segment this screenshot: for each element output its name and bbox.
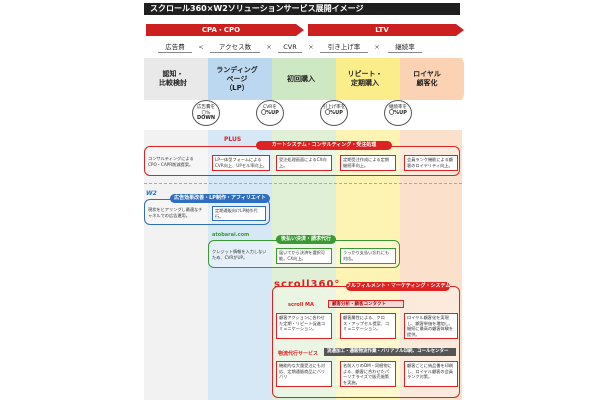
stage-landing-page: ランディング ページ （LP）	[208, 58, 282, 100]
stage-awareness: 認知・ 比較検討	[144, 58, 218, 100]
pay-cell-no-card: クレジット情報を入力しないため、CVRがUP。	[212, 249, 267, 260]
kpi-retention-up: 継続率を〇%UP	[384, 100, 412, 126]
stage-first-purchase: 初回購入	[272, 58, 346, 100]
ad-logo: W2	[146, 190, 157, 197]
pay-cell-reminder: うっかり支払い忘れにも対応。	[340, 248, 396, 264]
formula-term-ad-cost: 広告費	[158, 41, 192, 53]
formula-op: ×	[308, 43, 314, 51]
formula-term-cvr: CVR	[278, 41, 302, 53]
ma-cell-cross-sell: 顧客属性による、クロス・アップセル提案、コミュニケーション。	[340, 313, 396, 339]
plus-logo: PLUS	[224, 136, 242, 143]
plus-cell-subscription: 定期受注作成による定期継続率向上。	[340, 155, 396, 171]
kpi-ad-cost-down: 広告費を〇%DOWN	[192, 100, 220, 126]
stage-repeat-purchase: リピート・ 定期購入	[336, 58, 410, 100]
plus-cell-lp-form: LP一体型フォームによるCVR向上、UPセル率向上。	[212, 155, 270, 171]
logistics-logo: 物流代行サービス	[278, 351, 319, 357]
diagram-title: スクロール360×W2ソリューションサービス展開イメージ	[144, 3, 460, 15]
kpi-upsell-up: 引上げ率を〇%UP	[320, 100, 348, 126]
scroll-pill: フルフィルメント・マーケティング・システム	[346, 282, 451, 291]
ma-bar: 顧客分析・顧客コンタクト	[328, 300, 404, 308]
atobarai-logo: atobarai.com	[212, 232, 250, 238]
ad-cell-channel: 現状をヒアリングし最適なチャネルでの広告運用。	[148, 207, 203, 218]
ad-pill: 広告効果改善・LP制作・アフィリエイト	[170, 194, 270, 203]
stage-loyal-customer: ロイヤル 顧客化	[400, 58, 464, 100]
formula-op: ×	[374, 43, 380, 51]
pay-cell-after-delivery: 届いてから決済を選択可能。CX向上。	[276, 248, 332, 264]
cpa-arrow: CPA・CPO	[146, 24, 304, 36]
ma-cell-loyal: ロイヤル顧客化を実現し、顧客単価を増加し、継続に最高の顧客体験を提供。	[404, 313, 458, 339]
ad-cell-lp-production: 定期通販向けLP制作代行。	[212, 206, 266, 221]
formula-term-upsell: 引き上げ率	[320, 41, 368, 53]
plus-pill: カートシステム・コンサルティング・受注処理	[256, 141, 392, 150]
section-divider	[144, 183, 462, 184]
scroll360-logo: scroll360°	[274, 279, 341, 290]
plus-cell-member-rank: 会員ランク機能による顧客のロイヤリティ向上。	[404, 155, 458, 171]
logistics-bar: 流通加工・通販物流作業・バリアブル印刷、コールセンター	[324, 348, 456, 356]
solution-diagram: スクロール360×W2ソリューションサービス展開イメージ CPA・CPO LTV…	[140, 0, 464, 400]
formula-op: <	[198, 43, 204, 51]
logistics-cell-personalized-dm: 名前入りのDM・同梱物による、顧客に合わせたパーソナライズで販売施策を実施。	[340, 361, 396, 387]
logistics-cell-invoice: 顧客ごとに納品書を印刷し、ロイヤル顧客の会員ランク対策。	[404, 361, 458, 387]
plus-cell-consulting: コンサルティングによるCPO・CAPR削減提案。	[148, 156, 194, 167]
ma-cell-repeat-promotion: 顧客アクションに合わせた定期・リピート促進コミュニケーション。	[276, 313, 332, 339]
formula-term-access: アクセス数	[210, 41, 260, 53]
plus-cell-order-screen: 受注処理画面によるCX向上。	[276, 155, 332, 171]
scroll-ma-logo: scroll MA	[288, 302, 314, 308]
ltv-arrow: LTV	[308, 24, 464, 36]
logistics-cell-bulk: 機能的な大量受注にも対応、定期通販商品にバリバリ	[276, 361, 332, 387]
formula-op: ×	[266, 43, 272, 51]
formula-term-retention: 継続率	[388, 41, 422, 53]
pay-pill: 後払い決済・請求代行	[276, 235, 336, 244]
kpi-cvr-up: CVRを〇%UP	[256, 100, 284, 126]
